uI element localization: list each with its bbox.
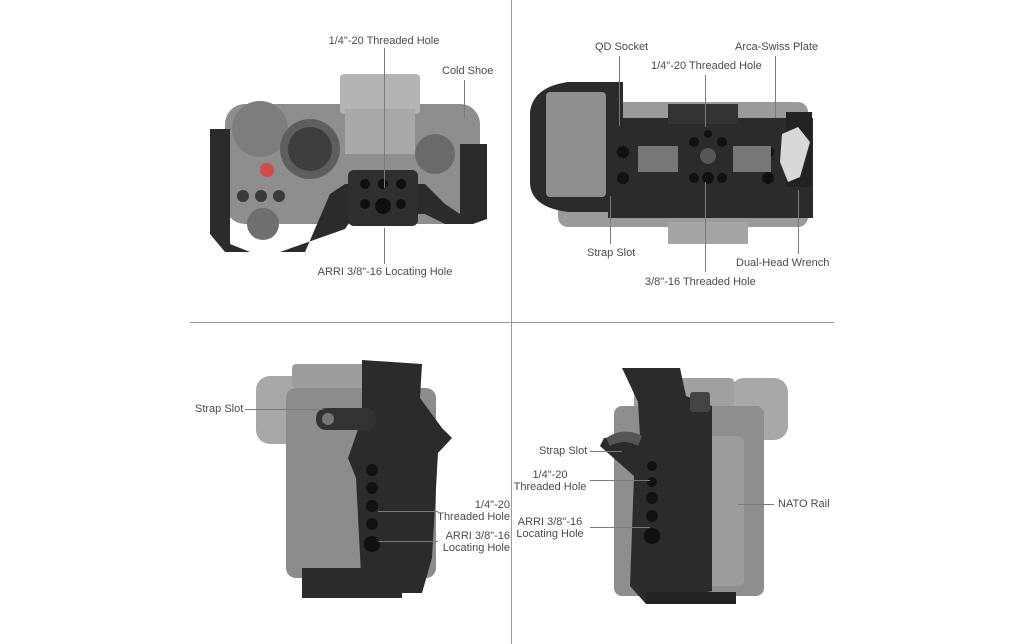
label-threaded-hole: 1/4"-20 Threaded Hole — [328, 35, 440, 47]
threaded-hole-br-line1: 1/4"-20 — [532, 469, 568, 481]
camera-cage-bottom-view-image — [530, 82, 813, 244]
label-strap-slot-bl: Strap Slot — [195, 403, 244, 415]
label-wrench: Dual-Head Wrench — [736, 257, 830, 269]
leader-nato-rail — [738, 504, 774, 505]
leader-qd-socket — [619, 56, 620, 126]
camera-cage-rear-side-image — [600, 368, 788, 604]
leader-strap-slot-br — [590, 451, 622, 452]
leader-cold-shoe — [464, 80, 465, 118]
leader-wrench — [798, 190, 799, 254]
leader-arca-plate — [775, 56, 776, 118]
arri-br-line1: ARRI 3/8"-16 — [517, 516, 583, 528]
label-threaded-hole-br: 1/4"-20 Threaded Hole — [510, 469, 590, 493]
label-strap-slot-top: Strap Slot — [587, 247, 636, 259]
label-arca-plate: Arca-Swiss Plate — [735, 41, 819, 53]
threaded-hole-bl-line2: Threaded Hole — [437, 511, 510, 523]
leader-arri-br — [590, 527, 650, 528]
horizontal-divider — [190, 322, 834, 323]
arri-br-line2: Locating Hole — [516, 528, 584, 540]
camera-cage-grip-side-image — [256, 360, 452, 598]
leader-threaded-hole-38 — [705, 182, 706, 272]
label-strap-slot-br: Strap Slot — [539, 445, 588, 457]
leader-threaded-hole-bl — [378, 511, 438, 512]
leader-arri-hole — [384, 228, 385, 264]
leader-strap-slot-top — [610, 196, 611, 244]
label-cold-shoe: Cold Shoe — [442, 65, 494, 77]
label-threaded-hole-38: 3/8"-16 Threaded Hole — [645, 276, 756, 288]
label-nato-rail: NATO Rail — [778, 498, 830, 510]
label-qd-socket: QD Socket — [595, 41, 649, 53]
leader-threaded-hole-top — [705, 75, 706, 127]
leader-strap-slot-bl — [245, 409, 323, 410]
leader-threaded-hole-br — [590, 480, 650, 481]
label-arri-hole: ARRI 3/8"-16 Locating Hole — [317, 266, 453, 278]
label-arri-br: ARRI 3/8"-16 Locating Hole — [510, 516, 590, 540]
arri-bl-line2: Locating Hole — [442, 542, 510, 554]
label-threaded-hole-bl: 1/4"-20 Threaded Hole — [430, 499, 510, 523]
threaded-hole-br-line2: Threaded Hole — [513, 481, 587, 493]
leader-threaded-hole — [384, 48, 385, 188]
leader-arri-bl — [378, 541, 438, 542]
threaded-hole-bl-line1: 1/4"-20 — [474, 499, 510, 511]
arri-bl-line1: ARRI 3/8"-16 — [445, 530, 510, 542]
label-arri-bl: ARRI 3/8"-16 Locating Hole — [430, 530, 510, 554]
label-threaded-hole-top: 1/4"-20 Threaded Hole — [651, 60, 762, 72]
camera-cage-top-view-image — [210, 74, 487, 252]
